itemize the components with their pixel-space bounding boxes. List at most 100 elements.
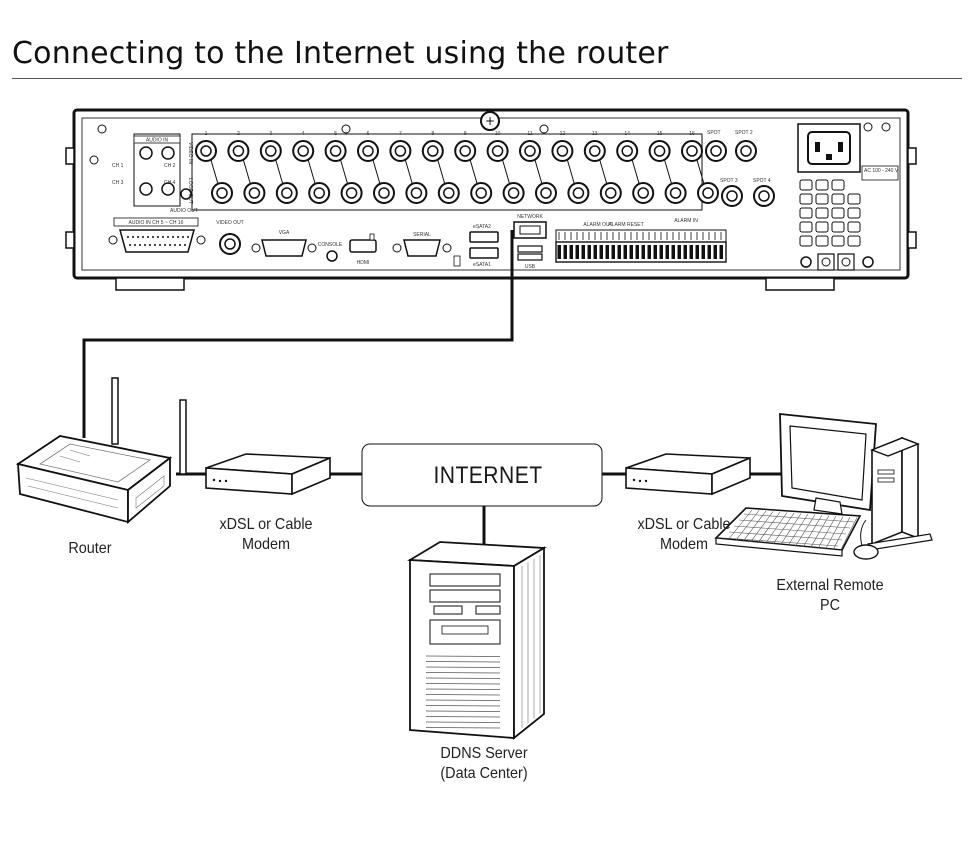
bnc-connector-icon [567,182,590,204]
spot2-label: SPOT 2 [735,130,753,136]
bnc-connector-icon [681,140,703,162]
ch2-label: CH 2 [164,163,176,169]
remote-pc-label: External Remote PC [758,576,902,616]
vga-label: VGA [279,230,290,236]
ch4-label: CH 4 [164,180,176,186]
bnc-connector-icon [243,182,266,204]
ch3-label: CH 3 [112,180,124,186]
modem-right-label: xDSL or Cable Modem [621,515,747,555]
bnc-connector-icon [454,140,477,162]
bnc-connector-icon [502,182,525,204]
bnc-connector-icon [664,182,687,204]
bnc-connector-icon [486,140,509,162]
bnc-connector-icon [340,182,363,204]
alarm-in-label: ALARM IN [674,218,698,224]
modem-icon [205,453,331,496]
alarm-out-label: ALARM OUT [583,222,612,228]
channel-number-label: 6 [367,131,370,137]
server-icon [407,541,547,740]
modem-left-label: xDSL or Cable Modem [203,515,329,555]
channel-number-label: 16 [689,131,695,137]
video-in-connectors [195,140,703,162]
bnc-connector-icon [583,140,606,162]
bnc-connector-icon [421,140,444,162]
vent-grid [799,179,861,247]
bnc-connector-icon [437,182,460,204]
console-label: CONSOLE [318,242,343,248]
audio-in-range-label: AUDIO IN CH 5 ~ CH 16 [129,220,184,226]
bnc-connector-icon [470,182,493,204]
bnc-connector-icon [324,140,347,162]
bnc-connector-icon [308,182,331,204]
channel-number-label: 5 [334,131,337,137]
channel-number-label: 2 [237,131,240,137]
channel-number-label: 8 [431,131,434,137]
ddns-label-line2: (Data Center) [440,765,528,782]
screw-icon [480,111,500,131]
network-cable [82,230,514,438]
modem-left-label-line1: xDSL or Cable [219,516,313,533]
spot4-label: SPOT 4 [753,178,771,184]
channel-number-label: 11 [527,131,532,137]
video-out-label: VIDEO OUT [216,220,244,226]
bnc-connector-icon [259,140,282,162]
modem-right-label-line2: Modem [659,536,709,553]
channel-number-label: 4 [302,131,305,137]
video-in-label: VIDEO IN [187,142,193,164]
loop-out-label: LOOP OUT [187,178,193,204]
bnc-connector-icon [405,182,428,204]
bnc-connector-icon [648,140,671,162]
bnc-connector-icon [389,140,412,162]
channel-number-label: 3 [269,131,272,137]
router-label: Router [45,539,135,559]
modem-right-label-line1: xDSL or Cable [637,516,731,533]
bnc-connector-icon [697,182,719,204]
ddns-label: DDNS Server (Data Center) [412,744,556,784]
usb-label: USB [525,264,536,270]
bnc-connector-icon [357,140,379,162]
audio-in-label: AUDIO IN [146,138,169,144]
alarm-terminals [555,229,727,263]
svg-text:+: + [485,114,495,128]
page-title: Connecting to the Internet using the rou… [12,36,669,71]
alarm-reset-label: ALARM RESET [608,222,643,228]
ddns-label-line1: DDNS Server [440,745,528,762]
channel-number-label: 13 [592,131,598,137]
title-rule [12,78,962,79]
channel-number-label: 14 [624,131,630,137]
router-label-text: Router [68,540,112,557]
bnc-connector-icon [519,140,541,162]
remote-pc-label-line2: PC [819,597,840,614]
loop-out-connectors [211,182,719,204]
esata2-label: eSATA2 [473,224,491,230]
channel-number-label: 9 [464,131,467,137]
ch1-label: CH 1 [112,163,124,169]
bnc-connector-icon [616,140,639,162]
spot3-label: SPOT 3 [720,178,738,184]
ac-label: AC 100 - 240 V [864,168,899,174]
modem-icon [625,453,751,496]
bnc-connector-icon [535,182,557,204]
channel-number-label: 12 [560,131,566,137]
channel-number-label: 7 [399,131,402,137]
bnc-connector-icon [227,140,250,162]
network-label: NETWORK [517,214,543,220]
spot1-label: SPOT [707,130,721,136]
remote-pc-label-line1: External Remote [776,577,884,594]
bnc-connector-icon [211,182,233,204]
internet-label: INTERNET [433,462,543,489]
connector-links [210,159,705,185]
computer-icon [714,412,933,560]
bnc-connector-icon [632,182,655,204]
audio-out-label: AUDIO OUT [170,208,198,214]
modem-left-label-line2: Modem [241,536,291,553]
internet-cloud [361,443,603,507]
esata1-label: eSATA1 [473,262,491,268]
serial-label: SERIAL [413,232,431,238]
dvr-rear-panel: + AUDIO IN CH 1 CH 2 CH 3 CH 4 AUDIO OUT… [65,108,917,291]
bnc-connector-icon [373,182,395,204]
router-icon [15,377,187,524]
bnc-connector-icon [292,140,315,162]
